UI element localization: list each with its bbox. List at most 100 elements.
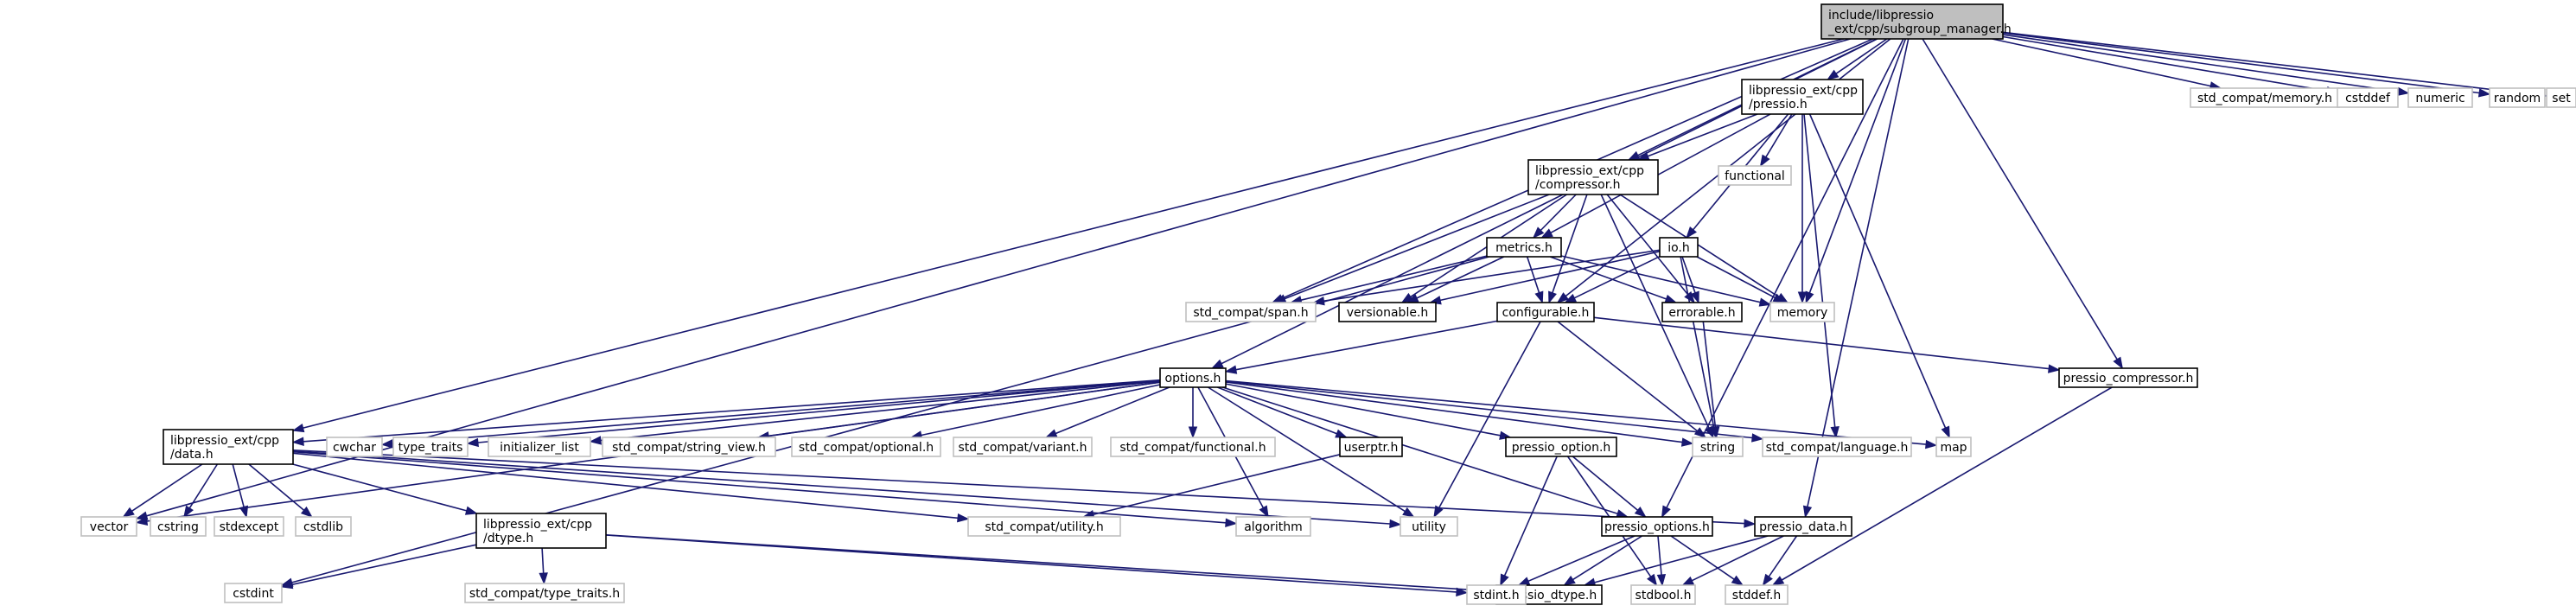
node-pressio-option-h[interactable]: pressio_option.h [1505,437,1617,457]
node-string: string [1692,437,1744,457]
node-box [1718,165,1792,186]
node-errorable-h[interactable]: errorable.h [1661,302,1743,322]
node-label: std_compat/language.h [1766,441,1909,455]
node-std-type-traits: std_compat/type_traits.h [464,583,625,603]
node-box [1527,159,1659,195]
node-label: std_compat/string_view.h [612,441,766,455]
arrowhead-options_h-to-map [1925,439,1938,449]
edge-data_h-to-vector [131,463,203,512]
edge-metrics_h-to-std_span [1300,255,1488,301]
node-box [1339,437,1403,457]
arrowhead-data_h-to-stdexcept [239,505,249,519]
arrowhead-root-to-data_h [291,423,305,433]
node-box [214,516,284,537]
edge-root-to-random [2002,32,2480,94]
edges-layer [122,31,2548,597]
node-label: stdbool.h [1636,589,1692,602]
edge-options_h-to-userptr_h [1217,386,1337,435]
edge-root-to-numeric [2002,34,2399,92]
node-std-optional: std_compat/optional.h [791,437,941,457]
arrowhead-pressio_data_h-to-stdbool_h [1681,576,1695,586]
edge-pressio_options_h-to-stdbool_h [1657,535,1662,576]
edge-dtype_cpp_h-to-std_type_traits [541,547,545,574]
arrowhead-configurable_h-to-options_h [1224,365,1238,374]
edge-options_h-to-pressio_options_h [1222,386,1618,515]
node-box [1692,437,1744,457]
node-pressio-compressor-h[interactable]: pressio_compressor.h [2058,367,2198,388]
arrowhead-data_h-to-utility [1389,519,1402,529]
node-label: functional [1725,169,1785,183]
node-std-functional: std_compat/functional.h [1110,437,1276,457]
node-cstddef: cstddef [2337,87,2399,108]
arrowhead-pressio_option_h-to-stdbool_h [1647,573,1658,587]
edge-pressio_h-to-compressor_h [1647,113,1758,157]
edge-pressio_compressor_h-to-stddef_h [1781,386,2113,581]
arrowhead-options_h-to-initializer_list [589,436,602,445]
edge-data_h-to-cstdlib [248,463,305,511]
node-label: pressio_options.h [1604,520,1710,534]
node-box [1754,516,1852,537]
node-box [1505,437,1617,457]
node-pressio-data-h[interactable]: pressio_data.h [1754,516,1852,537]
edge-options_h-to-utility [1208,386,1406,513]
node-label: pressio_compressor.h [2063,372,2194,386]
arrowhead-dtype_cpp_h-to-cstdint [280,580,294,590]
arrowhead-pressio_compressor_h-to-stddef_h [1771,576,1785,586]
node-box [1820,3,2004,40]
arrowhead-metrics_h-to-configurable_h [1534,290,1544,304]
node-label: libpressio_ext/cpp [483,518,592,532]
node-pressio-options-h[interactable]: pressio_options.h [1601,516,1713,537]
node-pressio-h[interactable]: libpressio_ext/cpp/pressio.h [1741,79,1864,115]
edge-pressio_data_h-to-pressio_dtype_h [1594,535,1769,583]
arrowhead-compressor_h-to-metrics_h [1532,226,1545,239]
node-box [1496,302,1595,322]
node-versionable-h[interactable]: versionable.h [1338,302,1437,322]
edge-configurable_h-to-utility [1438,321,1541,508]
node-label: libpressio_ext/cpp [1749,84,1858,98]
edge-compressor_h-to-configurable_h [1552,194,1588,293]
edge-userptr_h-to-std_utility [1093,454,1341,515]
arrowhead-pressio_option_h-to-pressio_options_h [1634,507,1647,518]
node-box [1935,437,1972,457]
node-label: memory [1777,306,1828,320]
edge-io_h-to-configurable_h [1574,255,1661,299]
node-box [1400,516,1458,537]
node-dtype-cpp-h[interactable]: libpressio_ext/cpp/dtype.h [475,513,607,549]
node-userptr-h[interactable]: userptr.h [1339,437,1403,457]
node-label: stdint.h [1473,589,1519,602]
node-io-h[interactable]: io.h [1659,237,1699,258]
node-box [2407,87,2473,108]
node-label: map [1940,441,1967,455]
node-box [326,437,383,457]
node-box [1741,79,1864,115]
node-label: utility [1412,520,1446,534]
node-stddef-h: stddef.h [1725,584,1789,605]
node-box [224,583,283,603]
arrowhead-options_h-to-type_traits [466,437,479,448]
arrowhead-data_h-to-dtype_cpp_h [464,506,478,515]
node-options-h[interactable]: options.h [1159,367,1227,388]
edge-options_h-to-cwchar [392,379,1161,445]
edge-dtype_cpp_h-to-pressio_dtype_h [605,534,1487,592]
node-box [791,437,941,457]
node-label: options.h [1165,372,1221,386]
arrowhead-options_h-to-userptr_h [1335,429,1349,438]
node-vector: vector [80,516,137,537]
node-compressor-h[interactable]: libpressio_ext/cpp/compressor.h [1527,159,1659,195]
node-configurable-h[interactable]: configurable.h [1496,302,1595,322]
node-label: pressio_data.h [1759,520,1847,534]
edge-options_h-to-data_h [303,379,1161,443]
node-box [2337,87,2399,108]
edge-pressio_options_h-to-pressio_dtype_h [1572,535,1643,581]
edge-data_h-to-cstring [188,463,219,509]
node-data-h[interactable]: libpressio_ext/cpp/data.h [163,429,294,465]
node-label: stdexcept [220,520,279,534]
arrowhead-options_h-to-utility [1402,507,1415,518]
node-metrics-h[interactable]: metrics.h [1486,237,1562,258]
node-root[interactable]: include/libpressio_ext/cpp/subgroup_mana… [1820,3,2012,40]
edge-configurable_h-to-options_h [1235,320,1498,371]
edge-io_h-to-versionable_h [1439,251,1661,302]
node-memory: memory [1769,302,1835,322]
node-label: algorithm [1244,520,1303,534]
node-label: type_traits [399,441,463,455]
